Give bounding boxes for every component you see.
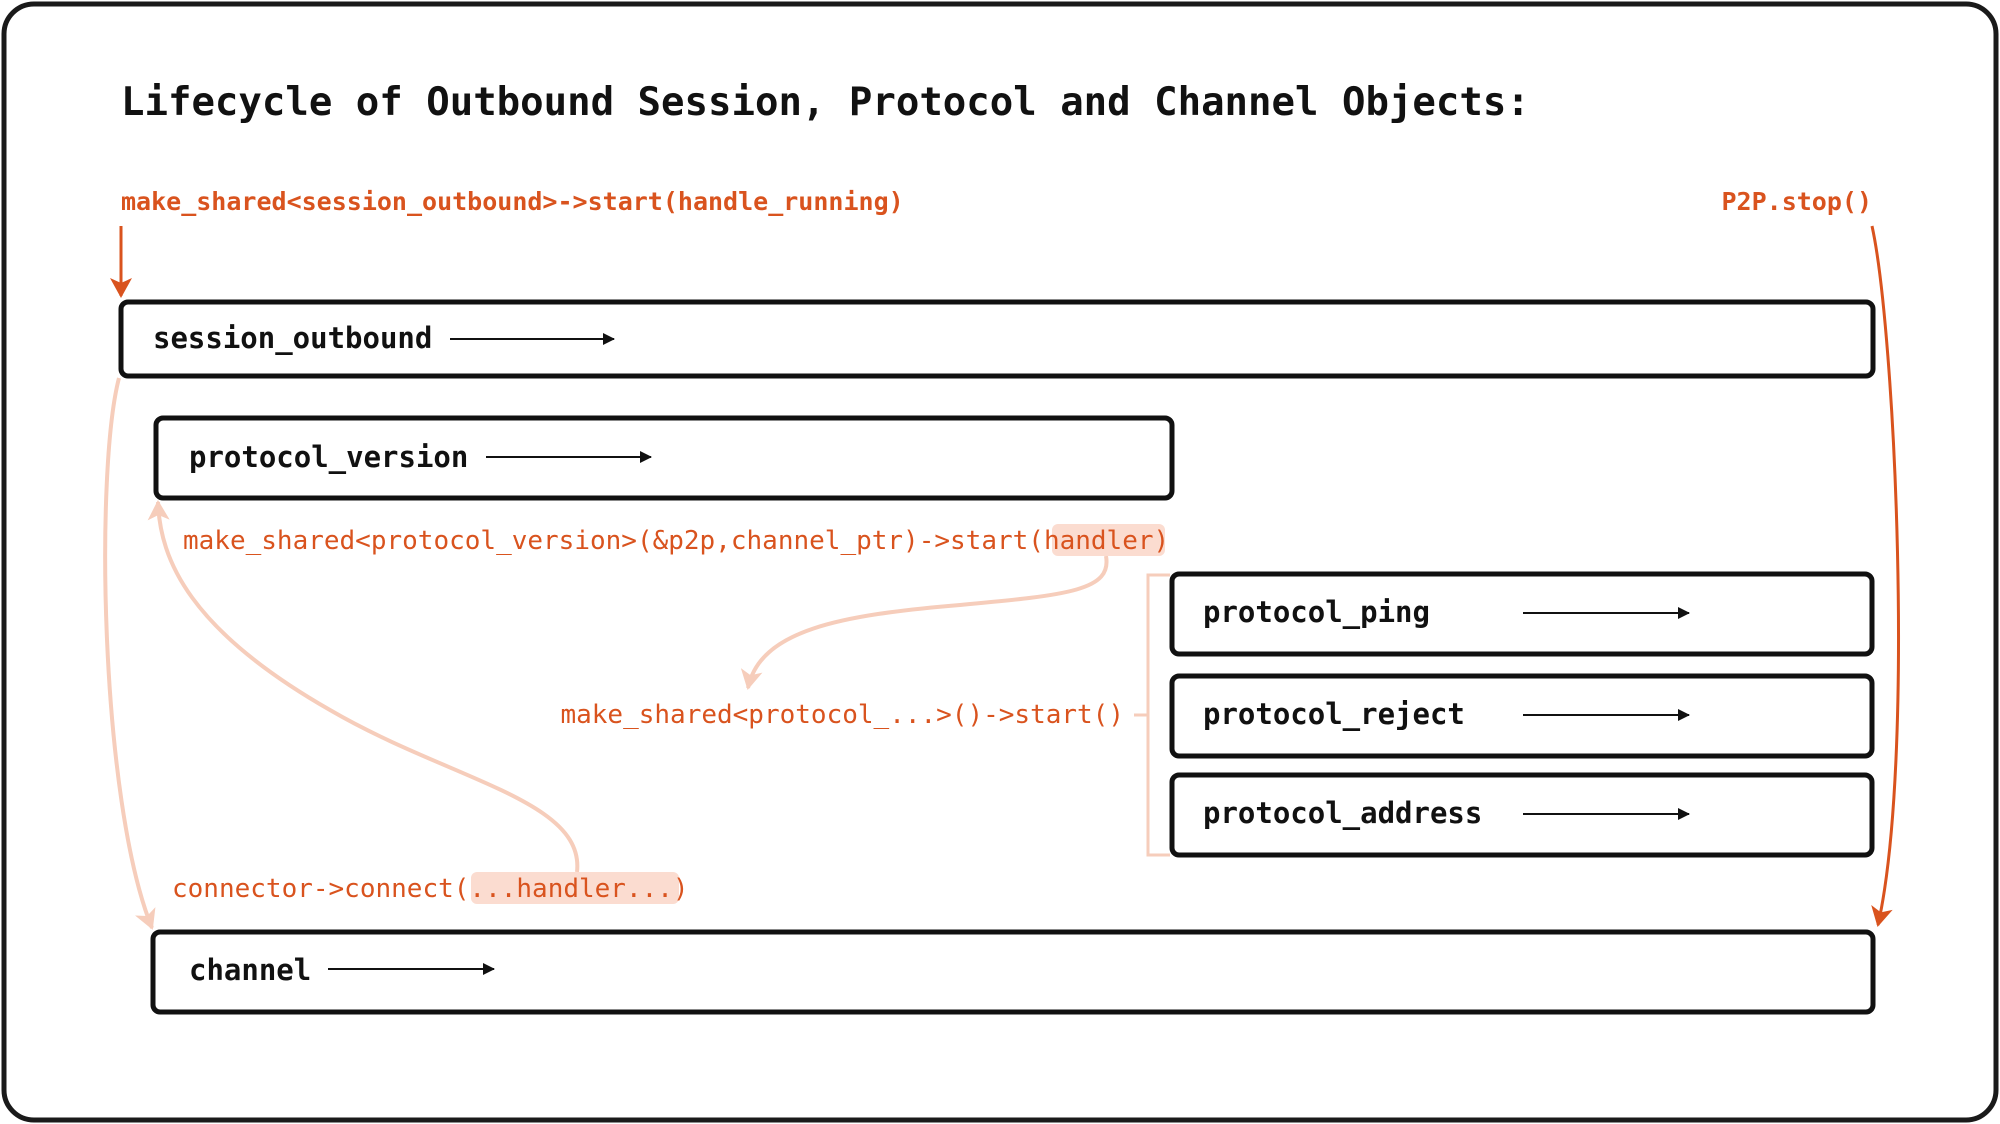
p2p-stop-arrow [1870,225,1900,927]
protocol-address-label: protocol_address [1203,796,1482,830]
protocols-start-call: make_shared<protocol_...>()->start() [560,700,1124,730]
protocol-version-start-call: make_shared<protocol_version>(&p2p,chann… [183,526,1169,556]
handler-to-protocols-arrow [740,555,1109,690]
version-handler-highlight [1052,524,1165,556]
page-title: Lifecycle of Outbound Session, Protocol … [121,80,1530,125]
connector-connect-call: connector->connect(...handler...) [172,874,689,904]
channel-label: channel [189,953,311,987]
protocol-ping-box [1169,571,1875,657]
session-to-channel-arrow [103,377,156,930]
protocol-address-box [1169,772,1875,858]
protocol-ping-label: protocol_ping [1203,595,1430,629]
connector-handler-highlight [471,872,679,904]
connector-call-suffix: ) [673,874,689,904]
version-call-suffix: ) [1154,526,1170,556]
session-start-call: make_shared<session_outbound>->start(han… [121,187,904,216]
protocol-reject-box [1169,673,1875,759]
protocol-reject-label: protocol_reject [1203,697,1465,731]
protocol-version-box [153,415,1175,501]
p2p-stop-call: P2P.stop() [1721,187,1872,216]
handler-to-version-arrow [147,500,580,873]
channel-box [150,929,1876,1015]
connector-call-prefix: connector->connect( [172,874,469,904]
session-outbound-label: session_outbound [153,321,432,355]
protocols-bracket [1134,573,1170,857]
version-call-prefix: make_shared<protocol_version>(&p2p,chann… [183,526,1044,556]
protocol-version-label: protocol_version [189,440,468,474]
session-outbound-box [118,299,1876,379]
connector-call-handler: ...handler... [469,874,673,904]
version-call-handler: handler [1044,526,1154,556]
